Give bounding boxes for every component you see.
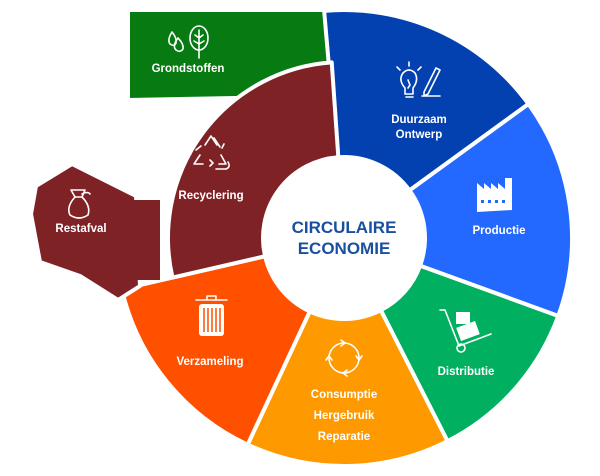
label-ontwerp: Ontwerp xyxy=(396,129,443,141)
restafval-fill xyxy=(120,200,160,280)
label-recyclering: Recyclering xyxy=(178,190,243,202)
label-hergebruik: Hergebruik xyxy=(314,410,375,422)
label-grondstoffen: Grondstoffen xyxy=(152,63,225,75)
trash-can-icon xyxy=(195,295,228,336)
hand-truck-icon xyxy=(439,309,492,353)
label-reparatie: Reparatie xyxy=(318,431,370,443)
label-verzameling: Verzameling xyxy=(176,356,243,368)
garbage-bag-icon xyxy=(68,189,91,219)
label-productie: Productie xyxy=(472,225,525,237)
center-title-line2: ECONOMIE xyxy=(298,239,391,258)
label-consumptie: Consumptie xyxy=(311,389,377,401)
center-circle xyxy=(263,157,425,319)
water-drops-tree-icon xyxy=(168,25,209,59)
label-distributie: Distributie xyxy=(438,366,495,378)
center-title-line1: CIRCULAIRE xyxy=(292,218,397,237)
factory-icon xyxy=(477,178,512,212)
cycle-arrows-icon xyxy=(325,339,363,377)
segment-restafval xyxy=(29,162,142,302)
label-duurzaam: Duurzaam xyxy=(391,114,447,126)
label-restafval: Restafval xyxy=(55,223,106,235)
recycle-icon xyxy=(193,135,230,170)
lightbulb-pencil-icon xyxy=(396,61,441,98)
